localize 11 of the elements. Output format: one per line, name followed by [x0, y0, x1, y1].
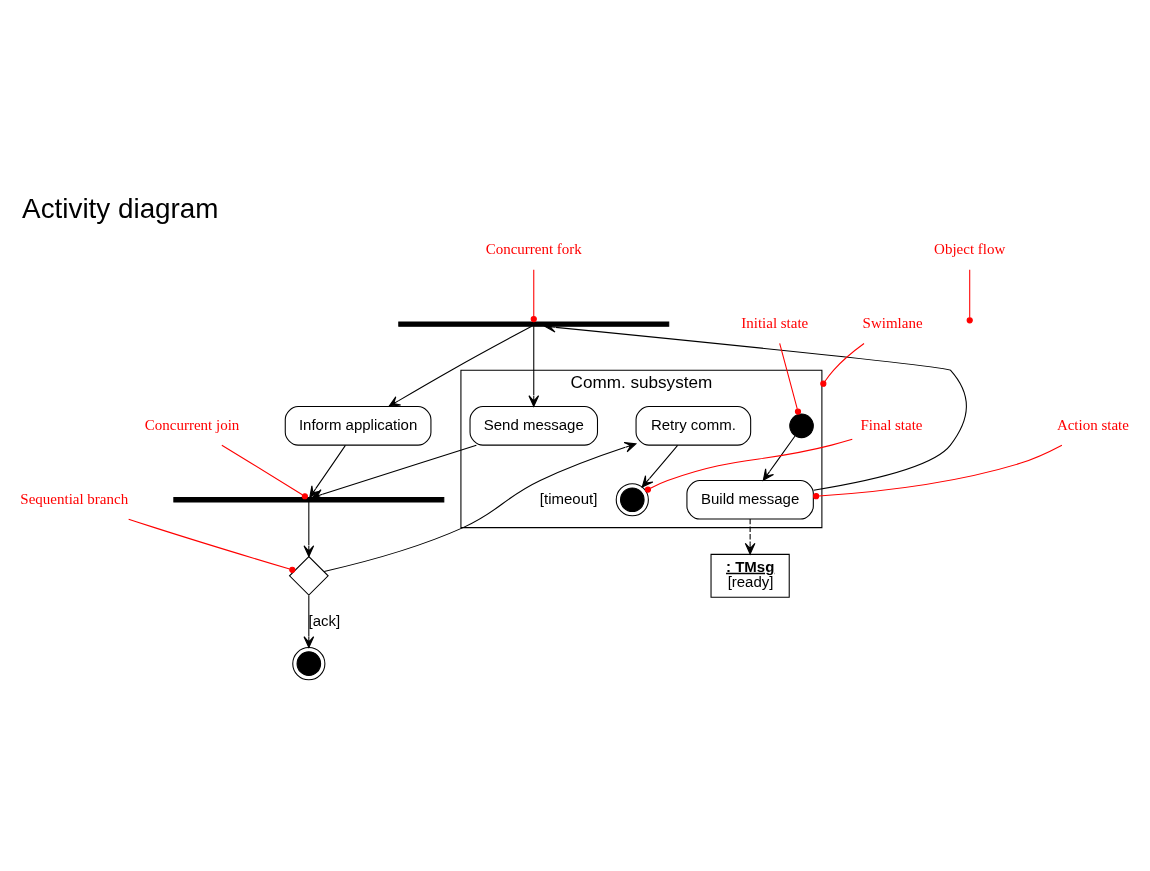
node-text: Concurrent join — [144, 416, 240, 433]
node-text: Initial state — [741, 315, 809, 332]
node-text: Swimlane — [862, 315, 923, 332]
node-text: Concurrent fork — [485, 241, 582, 258]
edge-label: [ack] — [308, 612, 341, 630]
node-text: Action state — [1056, 416, 1129, 433]
node-text: Object flow — [934, 241, 1006, 258]
diagram-title: Activity diagram — [22, 192, 219, 224]
node-text: Final state — [860, 416, 923, 433]
node-text: Sequential branch — [20, 490, 129, 507]
edge-label: [timeout] — [539, 489, 598, 507]
